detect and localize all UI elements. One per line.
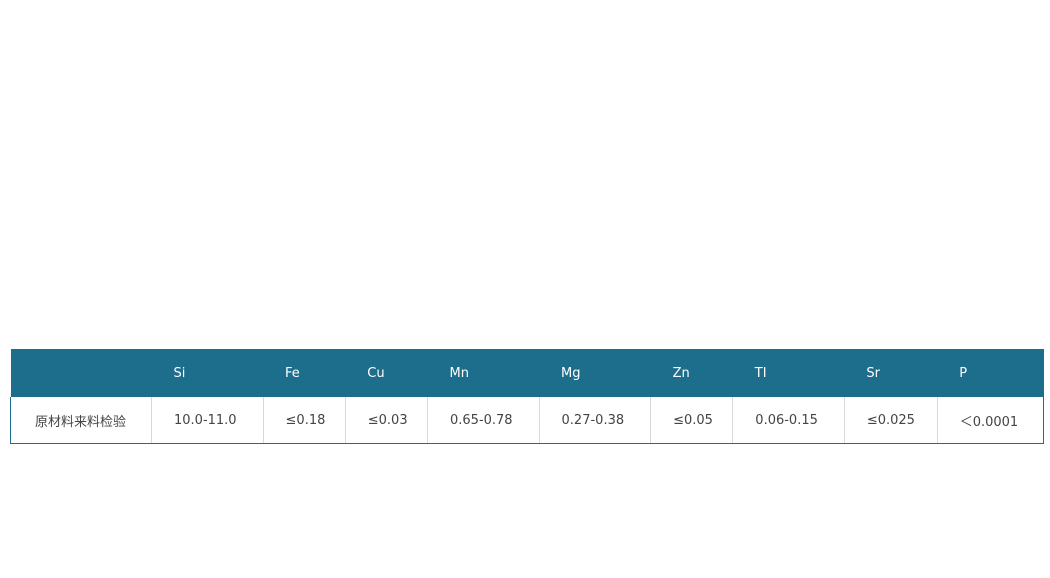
header-cell: Si (151, 349, 264, 397)
table-row: 原材料来料检验 10.0-11.0 ≤0.18 ≤0.03 0.65-0.78 … (10, 397, 1045, 444)
composition-table: Si Fe Cu Mn Mg Zn TI Sr P 原材料来料检验 10.0-1… (10, 349, 1045, 444)
table-header-row: Si Fe Cu Mn Mg Zn TI Sr P (10, 349, 1044, 397)
table-cell: ≤0.03 (344, 397, 428, 444)
header-cell: Fe (263, 349, 346, 397)
table-cell: ≤0.025 (843, 397, 938, 444)
table-cell: ≤0.18 (262, 397, 346, 444)
table-cell: 0.27-0.38 (538, 397, 651, 444)
header-cell (10, 349, 152, 397)
table-cell: ＜0.0001 (936, 397, 1045, 444)
table-cell: 0.06-0.15 (732, 397, 845, 444)
row-label: 原材料来料检验 (10, 397, 152, 444)
header-cell: Sr (844, 349, 938, 397)
header-cell: Cu (345, 349, 428, 397)
header-cell: Zn (650, 349, 733, 397)
table-cell: 10.0-11.0 (151, 397, 264, 444)
table-cell: 0.65-0.78 (427, 397, 540, 444)
table-cell: ≤0.05 (650, 397, 733, 444)
header-cell: TI (732, 349, 845, 397)
header-cell: Mn (427, 349, 540, 397)
header-cell: P (937, 349, 1044, 397)
header-cell: Mg (539, 349, 651, 397)
